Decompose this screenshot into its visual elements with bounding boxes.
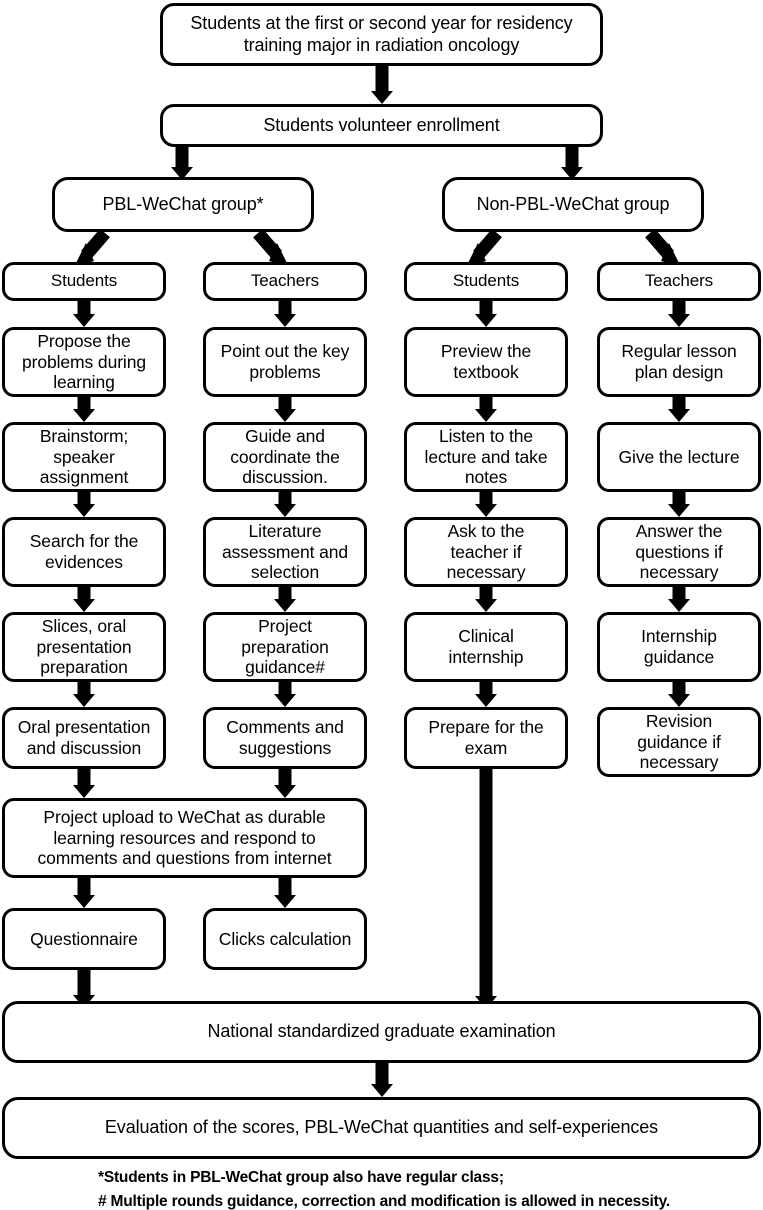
arrow-pbl-group-to-teachers xyxy=(253,231,289,267)
arrow-pbl-teachers-5-shared xyxy=(269,769,301,798)
footnotes: *Students in PBL-WeChat group also have … xyxy=(98,1169,670,1210)
arrow-nonpbl-group-to-teachers xyxy=(645,231,681,267)
arrow-prepare-exam-to-national-exam xyxy=(470,769,502,1009)
arrow-enrollment-to-nonpbl-group xyxy=(556,147,588,180)
node-nonpbl-teachers-step-5: Revision guidance if necessary xyxy=(597,707,761,777)
arrow-nonpbl-teachers-role-to-step1 xyxy=(663,301,695,327)
arrow-nonpbl-teachers-4-5 xyxy=(663,682,695,707)
arrow-nonpbl-students-3-4 xyxy=(470,587,502,612)
arrow-nonpbl-group-to-students xyxy=(466,231,502,267)
arrow-exam-to-evaluation xyxy=(366,1063,398,1097)
node-group-pbl: PBL-WeChat group* xyxy=(52,177,314,232)
node-role-nonpbl-students: Students xyxy=(404,262,568,301)
arrow-pbl-teachers-1-2 xyxy=(269,397,301,422)
arrow-pbl-teachers-role-to-step1 xyxy=(269,301,301,327)
arrow-enrollment-to-pbl-group xyxy=(166,147,198,180)
arrow-nonpbl-teachers-1-2 xyxy=(663,397,695,422)
arrow-pbl-students-4-5 xyxy=(68,682,100,707)
node-nonpbl-students-step-2: Listen to the lecture and take notes xyxy=(404,422,568,492)
node-nonpbl-teachers-step-2: Give the lecture xyxy=(597,422,761,492)
arrow-shared-to-questionnaire xyxy=(68,878,100,908)
arrow-title-to-enrollment xyxy=(366,66,398,104)
arrow-pbl-students-3-4 xyxy=(68,587,100,612)
node-pbl-students-step-1: Propose the problems during learning xyxy=(2,327,166,397)
node-pbl-students-step-3: Search for the evidences xyxy=(2,517,166,587)
node-pbl-teachers-step-4: Project preparation guidance# xyxy=(203,612,367,682)
arrow-pbl-group-to-students xyxy=(74,231,110,267)
arrow-pbl-teachers-4-5 xyxy=(269,682,301,707)
arrow-pbl-students-role-to-step1 xyxy=(68,301,100,327)
node-group-nonpbl: Non-PBL-WeChat group xyxy=(442,177,704,232)
node-nonpbl-teachers-step-4: Internship guidance xyxy=(597,612,761,682)
arrow-pbl-students-5-shared xyxy=(68,769,100,798)
node-role-pbl-teachers: Teachers xyxy=(203,262,367,301)
node-evaluation: Evaluation of the scores, PBL-WeChat qua… xyxy=(2,1097,761,1159)
arrow-pbl-teachers-2-3 xyxy=(269,492,301,517)
arrow-nonpbl-students-1-2 xyxy=(470,397,502,422)
node-questionnaire: Questionnaire xyxy=(2,908,166,970)
arrow-shared-to-clicks xyxy=(269,878,301,908)
node-nonpbl-teachers-step-1: Regular lesson plan design xyxy=(597,327,761,397)
node-pbl-students-step-5: Oral presentation and discussion xyxy=(2,707,166,769)
node-pbl-teachers-step-1: Point out the key problems xyxy=(203,327,367,397)
arrow-pbl-teachers-3-4 xyxy=(269,587,301,612)
node-nonpbl-students-step-1: Preview the textbook xyxy=(404,327,568,397)
node-volunteer-enrollment: Students volunteer enrollment xyxy=(160,104,603,147)
node-role-nonpbl-teachers: Teachers xyxy=(597,262,761,301)
arrow-nonpbl-teachers-3-4 xyxy=(663,587,695,612)
node-nonpbl-students-step-3: Ask to the teacher if necessary xyxy=(404,517,568,587)
node-residency-students: Students at the first or second year for… xyxy=(160,3,603,66)
arrow-pbl-students-1-2 xyxy=(68,397,100,422)
node-pbl-students-step-2: Brainstorm; speaker assignment xyxy=(2,422,166,492)
node-role-pbl-students: Students xyxy=(2,262,166,301)
arrow-nonpbl-teachers-2-3 xyxy=(663,492,695,517)
node-pbl-teachers-step-5: Comments and suggestions xyxy=(203,707,367,769)
arrow-pbl-students-2-3 xyxy=(68,492,100,517)
node-project-upload-wechat: Project upload to WeChat as durable lear… xyxy=(2,798,367,878)
node-clicks-calculation: Clicks calculation xyxy=(203,908,367,970)
arrow-nonpbl-students-2-3 xyxy=(470,492,502,517)
arrow-nonpbl-students-4-5 xyxy=(470,682,502,707)
node-national-exam: National standardized graduate examinati… xyxy=(2,1001,761,1063)
node-pbl-students-step-4: Slices, oral presentation preparation xyxy=(2,612,166,682)
node-nonpbl-students-step-4: Clinical internship xyxy=(404,612,568,682)
node-pbl-teachers-step-3: Literature assessment and selection xyxy=(203,517,367,587)
arrow-nonpbl-students-role-to-step1 xyxy=(470,301,502,327)
node-nonpbl-students-step-5: Prepare for the exam xyxy=(404,707,568,769)
node-pbl-teachers-step-2: Guide and coordinate the discussion. xyxy=(203,422,367,492)
node-nonpbl-teachers-step-3: Answer the questions if necessary xyxy=(597,517,761,587)
